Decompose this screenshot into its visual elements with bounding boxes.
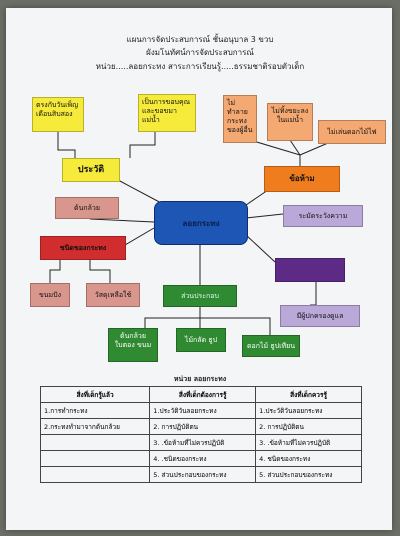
parts-label: ส่วนประกอบ (163, 285, 237, 307)
header-line-3: หน่วย.....ลอยกระทง สาระการเรียนรู้.....ธ… (95, 62, 305, 71)
table-cell: 3. .ข้อห้ามที่ไม่ควรปฏิบัติ (149, 434, 257, 451)
col-header-want: สิ่งที่เด็กต้องการรู้ (149, 386, 257, 403)
history-label: ประวัติ (62, 158, 120, 182)
care-item-3: มีผู้ปกครองดูแล (280, 305, 360, 327)
history-item-2: เป็นการขอบคุณและขอขมาแม่น้ำ (138, 94, 196, 132)
table-cell: 5. ส่วนประกอบของกระทง (255, 466, 362, 483)
type-item-1: ต้นกล้วย (55, 197, 119, 219)
table-cell: 1.ประวัติวันลอยกระทง (255, 402, 362, 419)
table-cell: 1.การทำกระทง (39, 402, 151, 419)
table-cell: 3. .ข้อห้ามที่ไม่ควรปฏิบัติ (255, 434, 362, 451)
table-header-row: สิ่งที่เด็กรู้แล้ว สิ่งที่เด็กต้องการรู้… (39, 386, 362, 403)
table-row: 3. .ข้อห้ามที่ไม่ควรปฏิบัติ 3. .ข้อห้ามท… (39, 434, 362, 451)
table-cell: 4. .ชนิดของกระทง (149, 450, 257, 467)
table-cell: 2. การปฏิบัติตน (255, 418, 362, 435)
prohibition-item-2: ไม่ทิ้งขยะลงในแม่น้ำ (267, 103, 313, 141)
history-item-1: ตรงกับวันเพ็ญเดือนสิบสอง (32, 97, 84, 132)
type-item-3: วัสดุเหลือใช้ (86, 283, 140, 307)
care-item-1: ระมัดระวังความปลอดภัย (283, 205, 363, 227)
table-caption: หน่วย ลอยกระทง (173, 375, 227, 383)
header-line-2: ผังมโนทัศน์การจัดประสบการณ์ (146, 48, 254, 57)
table-row: 5. ส่วนประกอบของกระทง 5. ส่วนประกอบของกร… (39, 466, 362, 483)
table-cell: 2. การปฏิบัติตน (149, 418, 257, 435)
table-cell: 1.ประวัติวันลอยกระทง (149, 402, 257, 419)
table-cell (39, 450, 151, 467)
table-cell: 4. ชนิดของกระทง (255, 450, 362, 467)
knowledge-table: สิ่งที่เด็กรู้แล้ว สิ่งที่เด็กต้องการรู้… (39, 386, 362, 483)
table-cell: 2.กระทงทำมาจากต้นกล้วย (39, 418, 151, 435)
prohibition-label: ข้อห้าม (264, 166, 340, 192)
col-header-known: สิ่งที่เด็กรู้แล้ว (39, 386, 151, 403)
table-cell (39, 434, 151, 451)
part-item-3: ดอกไม้ ธูปเทียน (242, 335, 300, 357)
header-line-1: แผนการจัดประสบการณ์ ชั้นอนุบาล 3 ขวบ (126, 35, 274, 44)
prohibition-item-1: ไม่ทำลายกระทงของผู้อื่น (223, 95, 257, 143)
table-row: 4. .ชนิดของกระทง 4. ชนิดของกระทง (39, 450, 362, 467)
table-cell (39, 466, 151, 483)
table-row: 1.การทำกระทง 1.ประวัติวันลอยกระทง 1.ประว… (39, 402, 362, 419)
care-label (275, 258, 345, 282)
prohibition-item-3: ไม่เล่นดอกไม้ไฟ (318, 120, 386, 144)
types-label: ชนิดของกระทง (40, 236, 126, 260)
table-cell: 5. ส่วนประกอบของกระทง (149, 466, 257, 483)
table-row: 2.กระทงทำมาจากต้นกล้วย 2. การปฏิบัติตน 2… (39, 418, 362, 435)
central-topic: ลอยกระทง (154, 201, 248, 245)
type-item-2: ขนมปัง (30, 283, 70, 307)
part-item-2: ไม้กลัด ธูป (176, 328, 226, 352)
part-item-1: ต้นกล้วย ใบตอง ขนม (108, 328, 158, 362)
col-header-should: สิ่งที่เด็กควรรู้ (255, 386, 362, 403)
